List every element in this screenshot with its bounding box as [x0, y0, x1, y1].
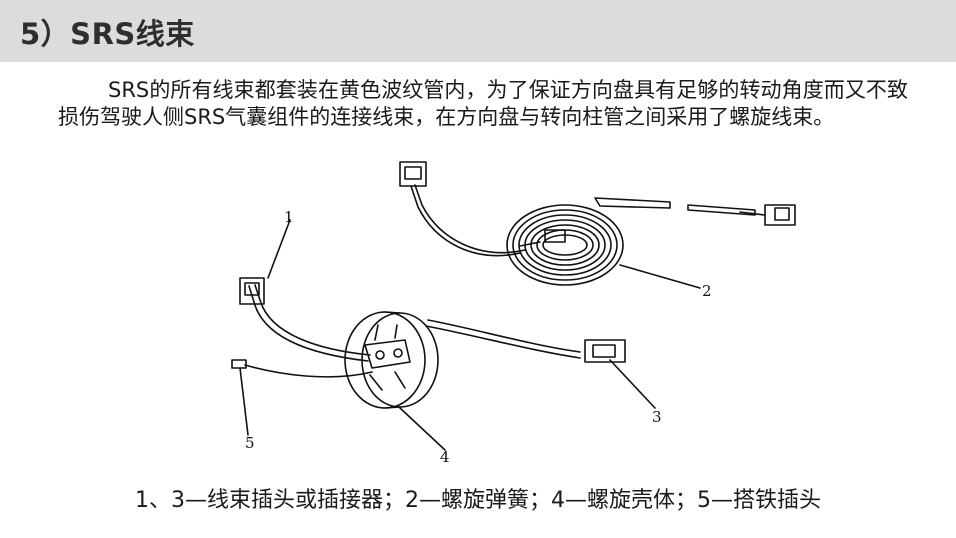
callout-4: 4: [440, 448, 450, 466]
title-bar: 5）SRS线束: [0, 0, 956, 62]
body-paragraph: SRS的所有线束都套装在黄色波纹管内，为了保证方向盘具有足够的转动角度而又不致损…: [58, 78, 908, 129]
callout-2: 2: [702, 282, 712, 300]
callout-3: 3: [652, 408, 662, 426]
callout-5: 5: [245, 434, 255, 452]
figure-caption: 1、3—线束插头或插接器；2—螺旋弹簧；4—螺旋壳体；5—搭铁插头: [135, 488, 821, 513]
harness-drawing: 1 2 3 4 5: [231, 161, 796, 466]
srs-harness-figure: 1 2 3 4 5: [200, 150, 820, 470]
page-title: 5）SRS线束: [20, 17, 195, 51]
callout-1: 1: [284, 208, 294, 226]
spiral-housing-drawing: [231, 277, 626, 409]
spiral-spring-drawing: [399, 161, 796, 286]
